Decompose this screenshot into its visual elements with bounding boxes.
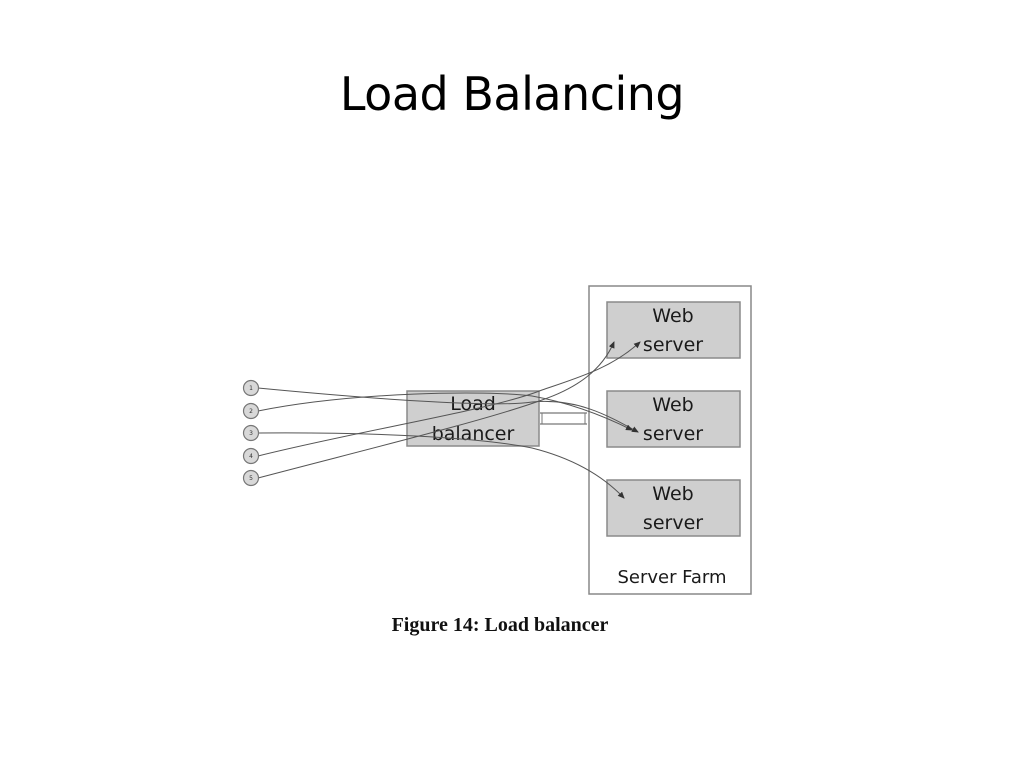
web-server-1-label-line2: server: [643, 334, 703, 356]
client-2-label: 2: [249, 408, 253, 415]
client-4-label: 4: [249, 453, 253, 460]
request-path-5: [257, 341, 615, 479]
server-farm-label: Server Farm: [617, 567, 726, 588]
web-server-3-label-line2: server: [643, 512, 703, 534]
load-balancer-diagram: Web server Web server Web server Server …: [232, 280, 760, 610]
web-server-1-label-line1: Web: [652, 305, 693, 327]
web-server-2-label-line1: Web: [652, 394, 693, 416]
slide-title: Load Balancing: [339, 67, 685, 121]
web-server-3: Web server: [606, 479, 741, 537]
client-1: 1: [242, 379, 260, 397]
request-path-4: [257, 341, 641, 457]
load-balancer-box: Load balancer: [406, 390, 540, 447]
web-server-2-label-line2: server: [643, 423, 703, 445]
figure-caption: Figure 14: Load balancer: [391, 614, 609, 636]
request-path-2: [257, 392, 633, 431]
diagram-canvas: Web server Web server Web server Server …: [242, 285, 752, 595]
client-3: 3: [242, 424, 260, 442]
client-4: 4: [242, 447, 260, 465]
web-server-3-label-line1: Web: [652, 483, 693, 505]
request-path-3: [257, 432, 625, 499]
lb-farm-connector: [540, 412, 587, 425]
client-3-label: 3: [249, 430, 253, 437]
client-5: 5: [242, 469, 260, 487]
web-server-1: Web server: [606, 301, 741, 359]
web-server-2: Web server: [606, 390, 741, 448]
load-balancer-label-line2: balancer: [432, 423, 515, 445]
client-2: 2: [242, 402, 260, 420]
request-path-1: [257, 387, 639, 433]
client-5-label: 5: [249, 475, 253, 482]
client-1-label: 1: [249, 385, 253, 392]
